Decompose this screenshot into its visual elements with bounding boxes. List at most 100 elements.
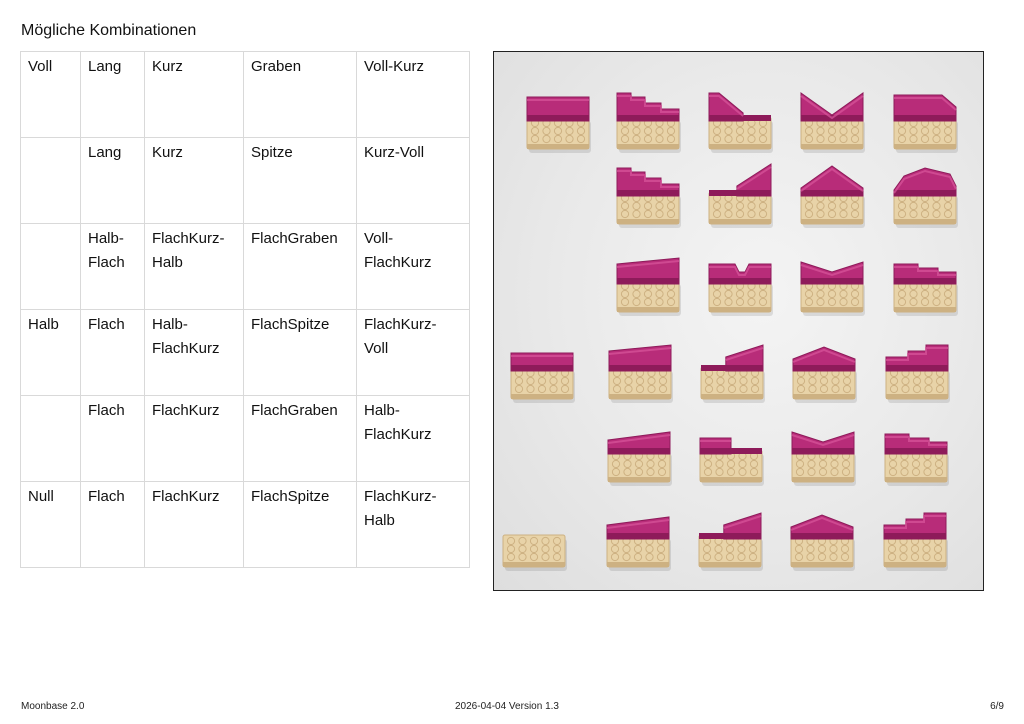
stud bbox=[932, 201, 941, 211]
brick-base bbox=[617, 278, 679, 284]
brick-combination bbox=[893, 94, 958, 153]
stud bbox=[897, 209, 907, 219]
stud bbox=[804, 126, 814, 136]
stud bbox=[839, 201, 848, 211]
stud bbox=[655, 134, 664, 144]
table-cell: Voll bbox=[20, 51, 81, 138]
stud bbox=[758, 126, 768, 136]
stud bbox=[529, 552, 539, 562]
stud bbox=[817, 552, 827, 562]
table-cell: FlachKurz- Halb bbox=[144, 223, 244, 310]
stud bbox=[943, 289, 953, 299]
stud bbox=[933, 544, 943, 554]
stud bbox=[922, 552, 931, 562]
stud bbox=[912, 376, 922, 386]
stud bbox=[611, 459, 621, 469]
brick-base bbox=[699, 533, 761, 539]
stud bbox=[635, 384, 645, 394]
stud bbox=[758, 134, 768, 144]
brick-combination bbox=[607, 431, 672, 486]
brick-highlight bbox=[616, 260, 680, 268]
table-cell: Null bbox=[20, 481, 81, 568]
brick-combination bbox=[885, 344, 950, 403]
table-cell: Halb- FlachKurz bbox=[144, 309, 244, 396]
stud bbox=[657, 459, 667, 469]
stud bbox=[610, 544, 620, 554]
stud bbox=[796, 376, 806, 386]
stud bbox=[702, 544, 712, 554]
brick-base bbox=[709, 278, 771, 284]
stud bbox=[850, 289, 860, 299]
stud bbox=[899, 552, 908, 562]
stud bbox=[804, 297, 814, 307]
stud bbox=[816, 134, 825, 144]
table-cell: FlachSpitze bbox=[243, 309, 357, 396]
stud bbox=[888, 459, 898, 469]
stud bbox=[724, 126, 733, 136]
stud bbox=[932, 134, 941, 144]
footer-version: 2026-04-04 Version 1.3 bbox=[455, 701, 559, 712]
table-cell: Graben bbox=[243, 51, 357, 138]
table-cell: FlachKurz bbox=[144, 481, 244, 568]
brick-combination bbox=[510, 352, 575, 403]
baseplate-edge bbox=[894, 219, 956, 224]
stud bbox=[934, 467, 944, 477]
stud bbox=[716, 376, 725, 386]
stud bbox=[724, 289, 733, 299]
stud bbox=[889, 376, 899, 386]
baseplate-edge bbox=[884, 562, 946, 567]
brick-combinations-render bbox=[493, 51, 984, 591]
stud bbox=[646, 467, 655, 477]
stud bbox=[900, 459, 909, 469]
stud bbox=[909, 289, 918, 299]
stud bbox=[829, 552, 838, 562]
stud bbox=[712, 289, 722, 299]
stud bbox=[794, 544, 804, 554]
stud bbox=[850, 134, 860, 144]
baseplate-edge bbox=[607, 562, 669, 567]
brick-combination bbox=[884, 433, 949, 486]
stud bbox=[565, 126, 574, 136]
brick-combination bbox=[708, 163, 773, 228]
stud bbox=[735, 209, 745, 219]
stud bbox=[901, 384, 910, 394]
stud bbox=[932, 209, 941, 219]
stud bbox=[712, 134, 722, 144]
stud bbox=[526, 384, 535, 394]
stud bbox=[911, 467, 921, 477]
baseplate-edge bbox=[886, 394, 948, 399]
stud bbox=[750, 376, 760, 386]
table-cell bbox=[20, 137, 81, 224]
stud bbox=[839, 297, 848, 307]
stud bbox=[620, 126, 630, 136]
baseplate-edge bbox=[608, 477, 670, 482]
stud bbox=[796, 384, 806, 394]
brick-highlight bbox=[884, 515, 946, 529]
stud bbox=[702, 552, 712, 562]
stud bbox=[529, 544, 539, 554]
brick-combination bbox=[708, 92, 773, 153]
brick-base bbox=[894, 278, 956, 284]
baseplate-edge bbox=[793, 394, 855, 399]
brick-base bbox=[709, 115, 771, 121]
footer-document-name: Moonbase 2.0 bbox=[21, 701, 85, 712]
brick-highlight bbox=[617, 95, 679, 113]
stud bbox=[738, 459, 747, 469]
brick-base bbox=[791, 533, 853, 539]
stud bbox=[646, 459, 655, 469]
baseplate-edge bbox=[617, 219, 679, 224]
brick-base bbox=[607, 533, 669, 539]
stud bbox=[735, 201, 745, 211]
brick-highlight bbox=[709, 266, 771, 276]
stud bbox=[897, 126, 907, 136]
brick-combination bbox=[616, 92, 681, 153]
stud bbox=[758, 297, 768, 307]
brick-grid-illustration bbox=[502, 92, 958, 571]
stud bbox=[549, 384, 558, 394]
stud bbox=[827, 289, 837, 299]
stud bbox=[827, 297, 837, 307]
table-cell: FlachKurz bbox=[144, 395, 244, 482]
baseplate-edge bbox=[791, 562, 853, 567]
brick-combination bbox=[698, 512, 763, 571]
stud bbox=[748, 544, 758, 554]
